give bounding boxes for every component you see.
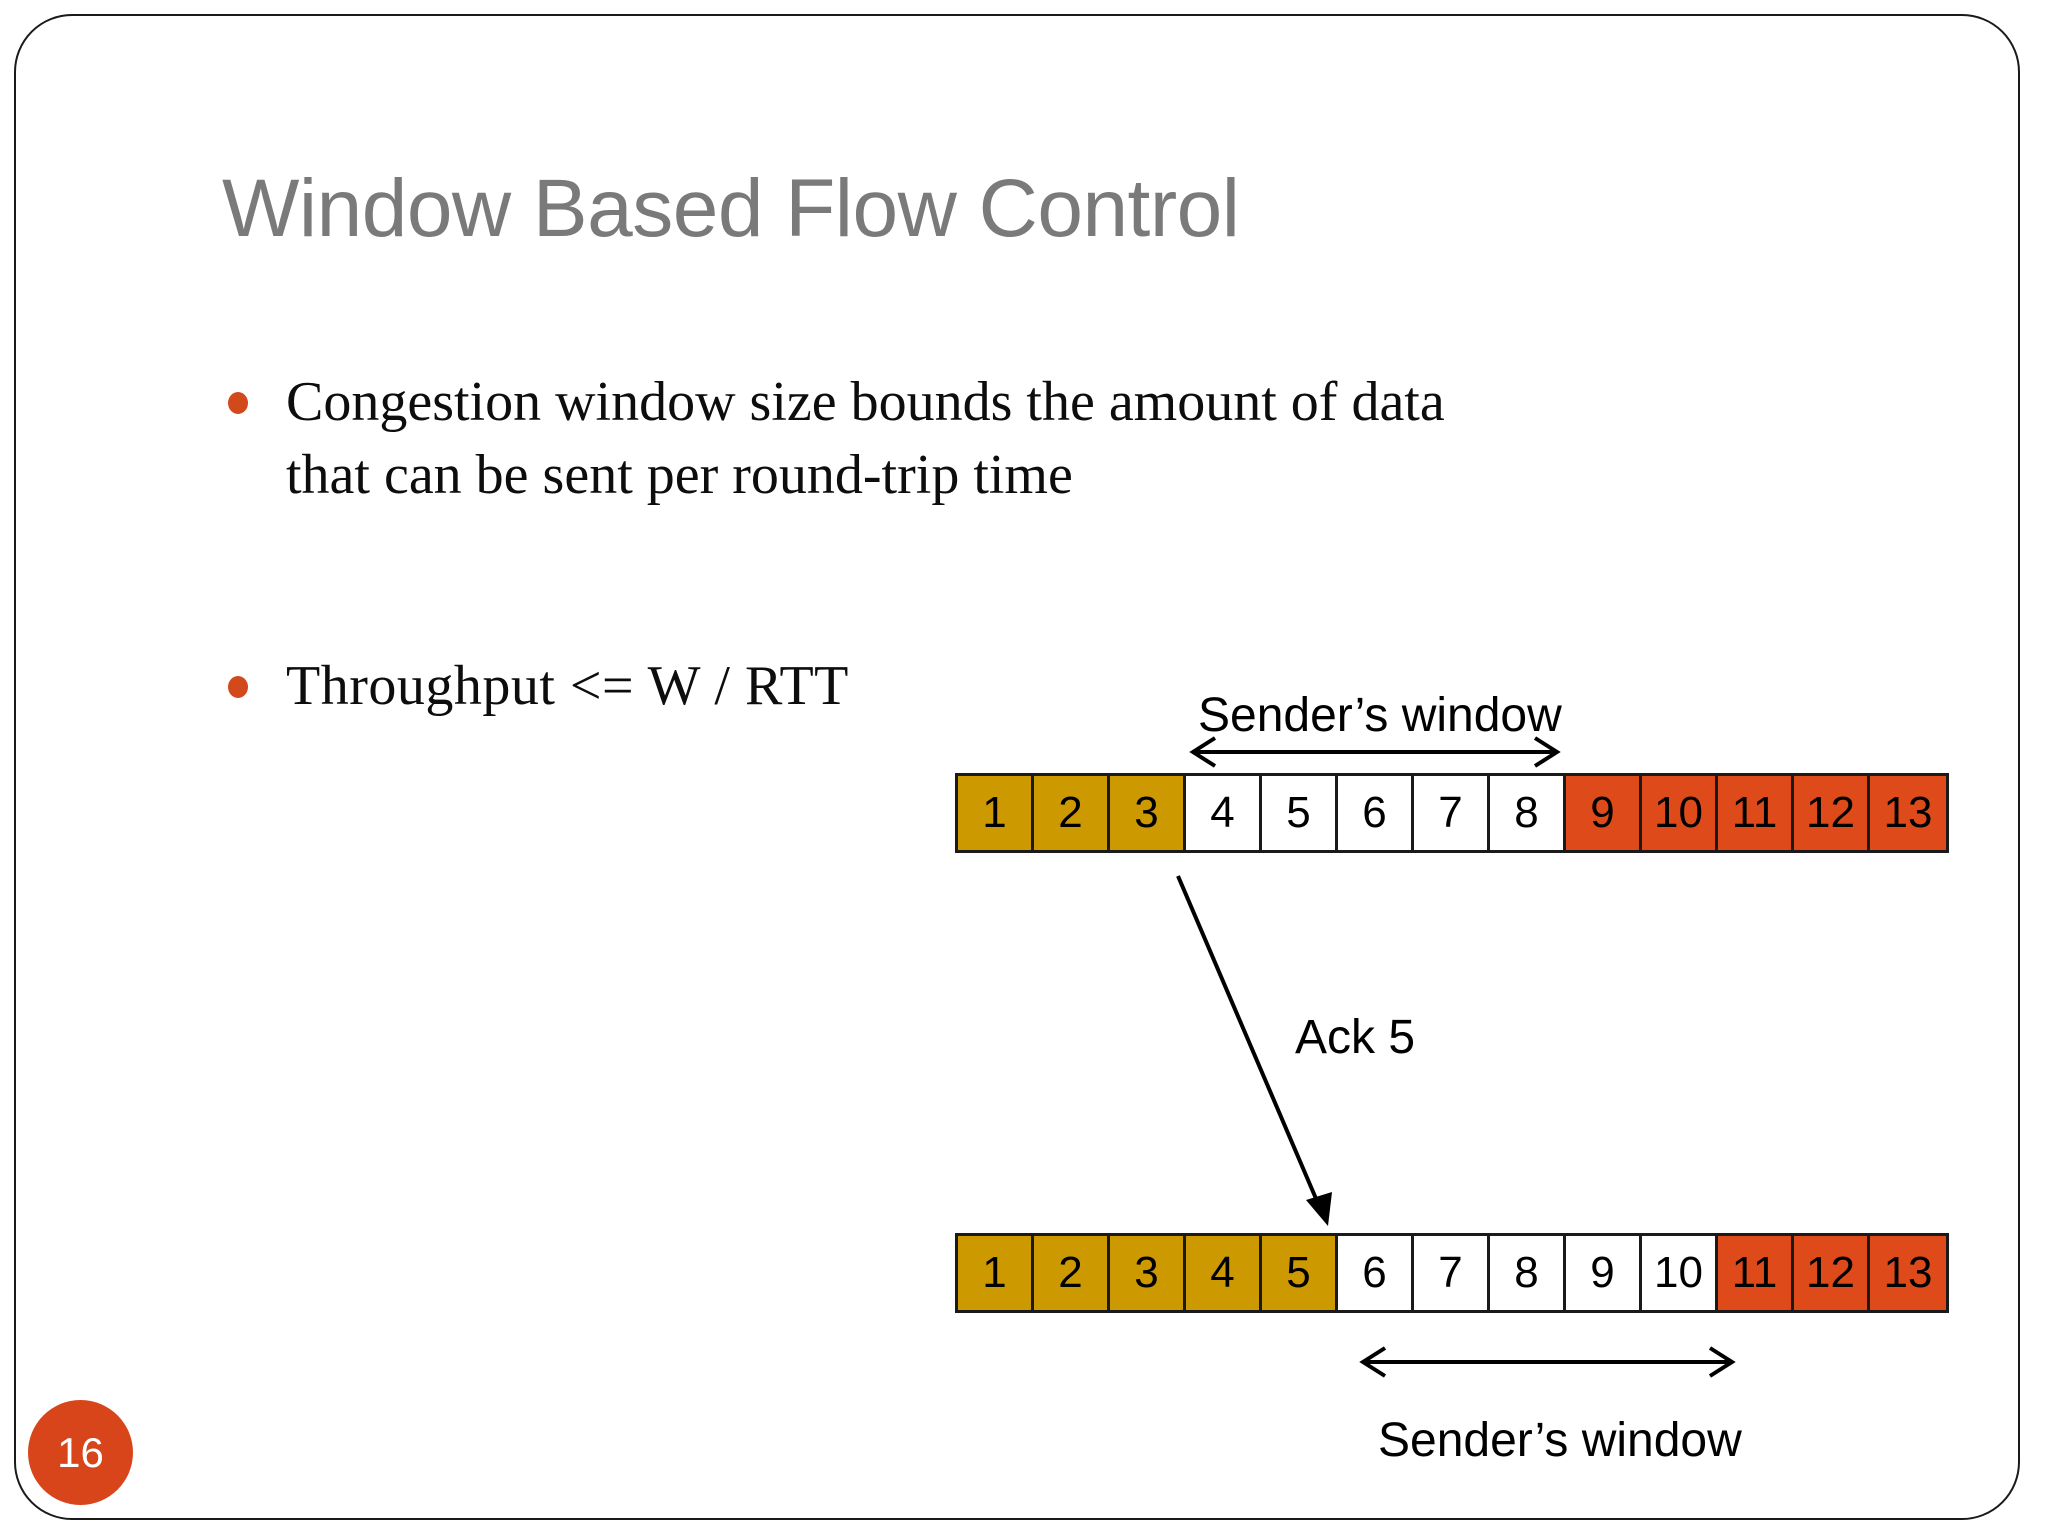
bullet-item-1: Congestion window size bounds the amount…: [228, 366, 1528, 512]
bullet-dot-icon: [228, 392, 248, 414]
senders-window-arrow-bottom: [1359, 1346, 1736, 1378]
packet-cell: 6: [1338, 776, 1414, 850]
packet-cell: 13: [1870, 776, 1946, 850]
bullet-dot-icon: [228, 676, 248, 698]
packet-cell: 9: [1566, 1236, 1642, 1310]
packet-cell: 7: [1414, 776, 1490, 850]
ack-arrow: [1176, 875, 1332, 1226]
packet-cell: 5: [1262, 776, 1338, 850]
packet-cell: 3: [1110, 1236, 1186, 1310]
packet-cell: 2: [1034, 776, 1110, 850]
bullet-text-1: Congestion window size bounds the amount…: [286, 371, 1445, 506]
packet-cell: 8: [1490, 1236, 1566, 1310]
ack-label: Ack 5: [1295, 1011, 1416, 1064]
page-number-text: 16: [57, 1428, 104, 1476]
packet-cell: 12: [1794, 1236, 1870, 1310]
packet-cell: 11: [1718, 1236, 1794, 1310]
senders-window-arrow-top: [1189, 736, 1561, 768]
packet-cell: 10: [1642, 1236, 1718, 1310]
packet-cell: 9: [1566, 776, 1642, 850]
packet-cell: 8: [1490, 776, 1566, 850]
packet-cell: 13: [1870, 1236, 1946, 1310]
packet-cell: 4: [1186, 1236, 1262, 1310]
page-title: Window Based Flow Control: [222, 163, 1240, 254]
bullet-text-2: Throughput <= W / RTT: [286, 655, 849, 717]
packet-cell: 11: [1718, 776, 1794, 850]
page-number-badge: 16: [28, 1400, 133, 1505]
packet-cell: 3: [1110, 776, 1186, 850]
packet-cell: 2: [1034, 1236, 1110, 1310]
packet-cell: 6: [1338, 1236, 1414, 1310]
packet-cell: 1: [958, 1236, 1034, 1310]
packet-cell: 4: [1186, 776, 1262, 850]
packet-cell: 12: [1794, 776, 1870, 850]
senders-window-label-top: Sender’s window: [1198, 689, 1562, 742]
bullet-item-2: Throughput <= W / RTT: [228, 650, 1128, 723]
packet-cell: 5: [1262, 1236, 1338, 1310]
packet-cell: 10: [1642, 776, 1718, 850]
packet-cell: 7: [1414, 1236, 1490, 1310]
senders-window-label-bottom: Sender’s window: [1378, 1414, 1742, 1467]
packet-cell: 1: [958, 776, 1034, 850]
